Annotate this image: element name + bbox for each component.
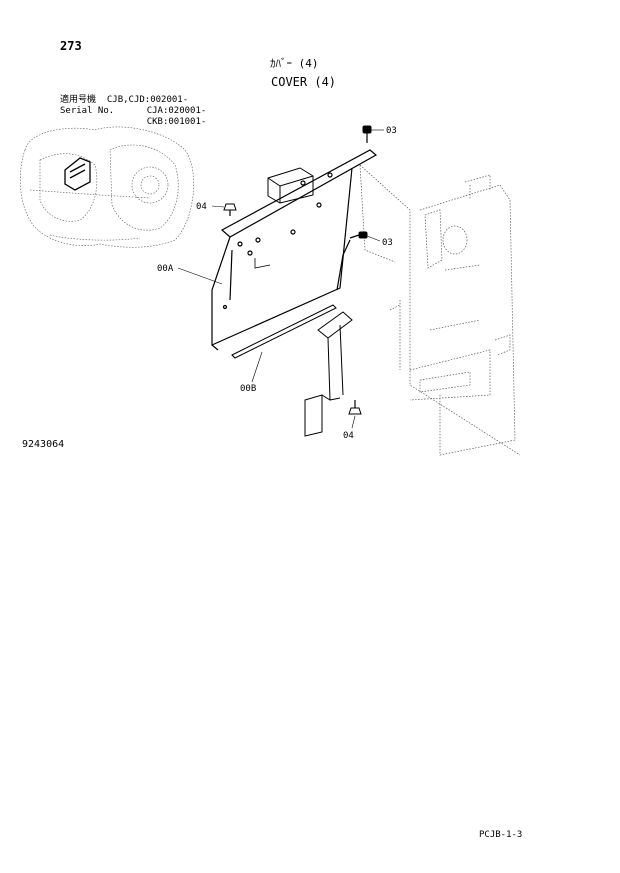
title-english: COVER (4) <box>271 75 337 89</box>
serial-label-en: Serial No. <box>60 106 115 116</box>
serial-line-1: CJB,CJD:002001- <box>106 95 189 105</box>
machine-context-outline <box>19 126 194 248</box>
bolt-03-middle <box>349 231 368 239</box>
callout-04-lower: 04 <box>343 431 354 441</box>
serial-block: 適用号機 CJB,CJD:002001- Serial No. CJA:0200… <box>60 95 206 128</box>
serial-label-jp: 適用号機 <box>60 95 97 105</box>
callout-03-upper: 03 <box>386 126 397 136</box>
callout-00B: 00B <box>240 384 256 394</box>
machine-frame-outline <box>359 164 521 456</box>
top-mount-bracket <box>267 167 314 204</box>
figure-code: 9243064 <box>22 439 65 450</box>
serial-row-3: CKB:001001- <box>60 117 207 128</box>
leader-lines <box>177 129 384 429</box>
cover-plate-00A <box>211 149 378 351</box>
serial-row-2: Serial No. CJA:020001- <box>60 106 206 117</box>
seal-strip-00B <box>231 304 337 359</box>
highlighted-part-location <box>64 157 91 191</box>
serial-line-2: CJA:020001- <box>146 106 207 116</box>
serial-row-1: 適用号機 CJB,CJD:002001- <box>60 95 206 106</box>
footer-code: PCJB-1-3 <box>479 830 523 840</box>
bolt-04-lower <box>348 400 362 415</box>
title-japanese: ｶﾊﾞｰ (4) <box>270 57 319 70</box>
callout-04-upper: 04 <box>196 202 207 212</box>
serial-line-3: CKB:001001- <box>146 117 207 127</box>
callout-03-middle: 03 <box>382 238 393 248</box>
callout-00A: 00A <box>157 264 174 274</box>
bolt-03-upper <box>362 125 372 143</box>
bolt-04-upper <box>223 203 237 216</box>
page-number: 273 <box>60 39 82 53</box>
lower-bracket <box>304 311 353 437</box>
